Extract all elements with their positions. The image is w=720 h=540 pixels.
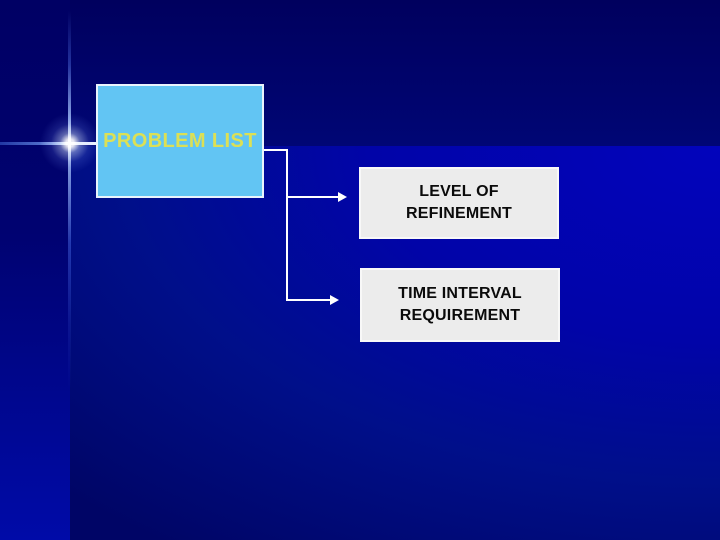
level-of-refinement-label-line2: REFINEMENT xyxy=(406,205,512,222)
vertical-beam xyxy=(68,0,71,540)
arrow-right-icon xyxy=(338,192,347,202)
problem-list-label: PROBLEM LIST xyxy=(103,129,257,152)
connector-branch-level xyxy=(286,196,338,198)
problem-list-box: PROBLEM LIST xyxy=(96,84,264,198)
left-accent-band xyxy=(0,0,70,540)
level-of-refinement-label-line1: LEVEL OF xyxy=(419,183,499,200)
connector-stem-horizontal xyxy=(264,149,288,151)
time-interval-label-line1: TIME INTERVAL xyxy=(398,285,522,302)
time-interval-requirement-box: TIME INTERVAL REQUIREMENT xyxy=(360,268,560,342)
connector-stem-vertical xyxy=(286,149,288,301)
level-of-refinement-box: LEVEL OF REFINEMENT xyxy=(359,167,559,239)
arrow-right-icon xyxy=(330,295,339,305)
time-interval-label-line2: REQUIREMENT xyxy=(399,307,521,324)
connector-branch-time xyxy=(286,299,330,301)
lens-flare-icon xyxy=(38,111,102,175)
